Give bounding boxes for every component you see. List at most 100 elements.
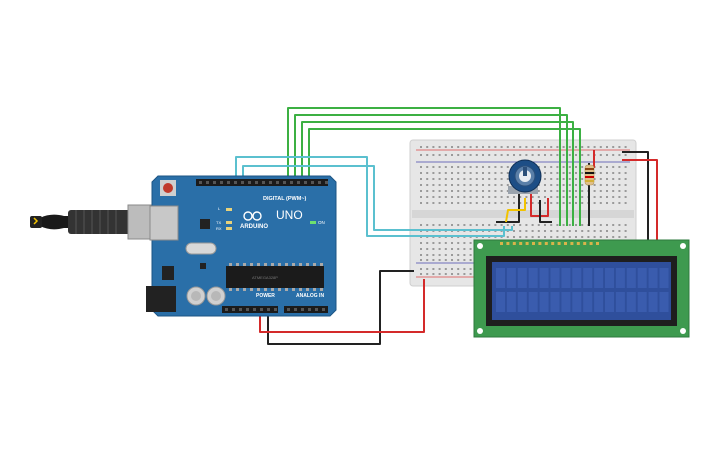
dot: [583, 292, 593, 312]
digital-label: DIGITAL (PWM~): [263, 196, 307, 202]
dot: [469, 273, 472, 275]
dot: [599, 190, 602, 192]
dot: [506, 190, 509, 192]
dot: [519, 146, 522, 148]
dot: [444, 273, 447, 275]
dot: [550, 184, 553, 186]
dot: [593, 146, 596, 148]
dot: [544, 202, 546, 204]
dot: [593, 172, 596, 174]
dot: [648, 292, 658, 312]
dot: [488, 196, 491, 198]
dot: [599, 172, 602, 174]
dot: [451, 172, 453, 174]
dot: [488, 178, 491, 180]
dot: [438, 254, 441, 256]
dot: [438, 196, 441, 198]
dot: [550, 166, 553, 168]
dot: [469, 166, 472, 168]
dot: [262, 181, 265, 184]
dot: [568, 172, 571, 174]
dot: [236, 263, 239, 266]
dot: [570, 242, 574, 245]
dot: [482, 184, 484, 186]
dot: [278, 288, 281, 291]
dot: [267, 308, 270, 311]
dot: [583, 268, 593, 288]
on-label: ON: [318, 220, 325, 225]
dot: [199, 181, 202, 184]
dot: [568, 184, 571, 186]
dot: [624, 224, 627, 226]
dot: [659, 292, 669, 312]
dot: [513, 236, 515, 238]
dot: [264, 263, 267, 266]
dot: [299, 263, 302, 266]
dot: [243, 288, 246, 291]
dot: [463, 166, 466, 168]
dot: [257, 288, 260, 291]
dot: [432, 273, 435, 275]
dot: [500, 178, 503, 180]
dot: [581, 154, 584, 156]
dot: [525, 242, 529, 245]
dot: [243, 263, 246, 266]
dot: [612, 184, 615, 186]
dot: [568, 146, 571, 148]
dot: [475, 224, 478, 226]
dot: [432, 190, 435, 192]
dot: [575, 196, 577, 198]
dot: [444, 224, 447, 226]
dot: [550, 172, 553, 174]
dot: [299, 288, 302, 291]
dot: [426, 224, 429, 226]
dot: [451, 178, 453, 180]
dot: [659, 268, 669, 288]
wire-yellow-pot: [505, 198, 526, 223]
dot: [519, 236, 522, 238]
dot: [451, 254, 453, 256]
dot: [506, 178, 509, 180]
dot: [457, 224, 460, 226]
dot: [488, 166, 491, 168]
dot: [513, 230, 515, 232]
dot: [469, 184, 472, 186]
dot: [544, 224, 546, 226]
dot: [475, 184, 478, 186]
dot: [500, 196, 503, 198]
dot: [506, 154, 509, 156]
dot: [612, 146, 615, 148]
dot: [444, 259, 447, 261]
dot: [506, 184, 509, 186]
dot: [500, 190, 503, 192]
dot: [255, 181, 258, 184]
dot: [475, 202, 478, 204]
dot: [519, 154, 522, 156]
dot: [463, 268, 466, 270]
dot: [568, 224, 571, 226]
dot: [432, 172, 435, 174]
dot: [496, 268, 505, 288]
dot: [469, 202, 472, 204]
dot: [463, 259, 466, 261]
dot: [550, 224, 553, 226]
dot: [426, 273, 429, 275]
dot: [593, 230, 596, 232]
dot: [618, 230, 621, 232]
dot: [457, 268, 460, 270]
dot: [618, 154, 621, 156]
dot: [519, 202, 522, 204]
dot: [587, 230, 590, 232]
dot: [517, 292, 527, 312]
dot: [469, 172, 472, 174]
lcd-character-grid: [496, 268, 669, 312]
dot: [274, 308, 277, 311]
dot: [494, 202, 497, 204]
dot: [562, 184, 565, 186]
dot: [562, 166, 565, 168]
dot: [556, 202, 559, 204]
dot: [506, 146, 509, 148]
dot: [469, 268, 472, 270]
dot: [618, 166, 621, 168]
dot: [506, 224, 509, 226]
